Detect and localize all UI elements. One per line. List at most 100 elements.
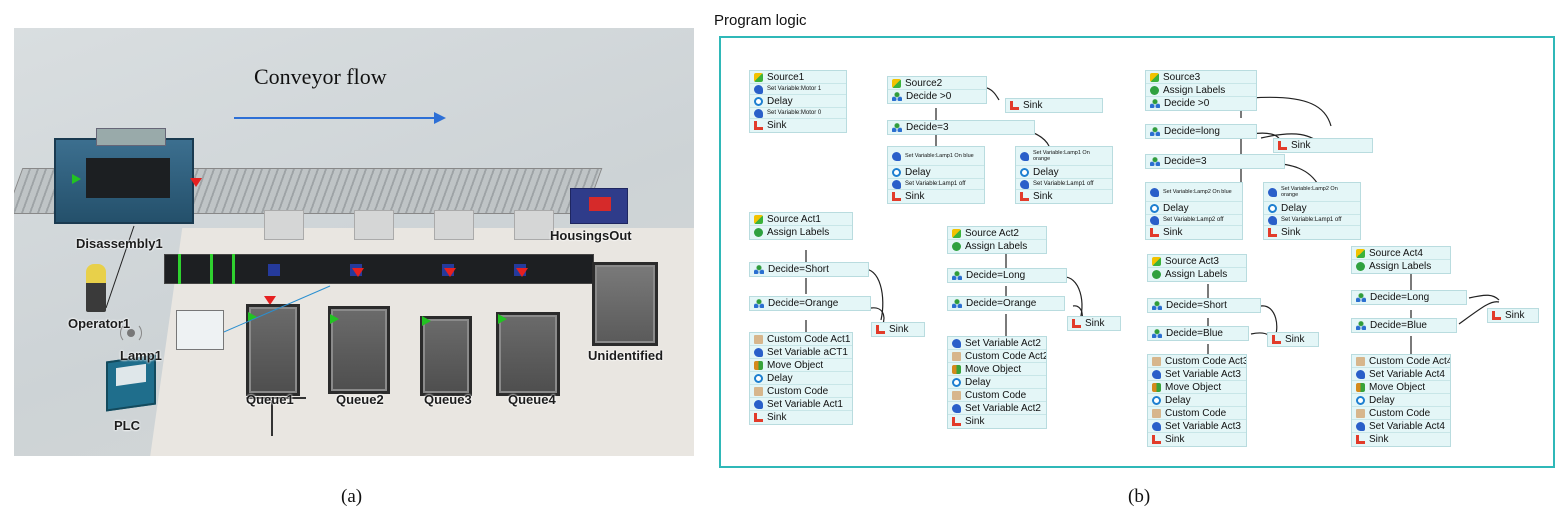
activity-setvar[interactable]: Set Variable:Lamp1 off — [1264, 215, 1360, 226]
logic-block-act3short[interactable]: Decide=Short — [1147, 298, 1261, 313]
activity-assign[interactable]: Assign Labels — [1148, 268, 1246, 281]
activity-source[interactable]: Source2 — [888, 77, 986, 90]
activity-move[interactable]: Move Object — [750, 359, 852, 372]
activity-delay[interactable]: Delay — [750, 372, 852, 385]
activity-delay[interactable]: Delay — [1264, 202, 1360, 215]
activity-sink[interactable]: Sink — [948, 415, 1046, 428]
activity-move[interactable]: Move Object — [1352, 381, 1450, 394]
activity-sink[interactable]: Sink — [1264, 226, 1360, 239]
simulation-view[interactable]: Conveyor flow Di — [14, 28, 694, 456]
activity-assign[interactable]: Assign Labels — [1352, 260, 1450, 273]
lamp-icon[interactable] — [116, 318, 146, 348]
activity-setvar[interactable]: Set Variable:Motor 0 — [750, 108, 846, 119]
logic-block-act1short[interactable]: Decide=Short — [749, 262, 869, 277]
activity-decide[interactable]: Decide=Blue — [1352, 319, 1456, 332]
activity-delay[interactable]: Delay — [888, 166, 984, 179]
activity-decide[interactable]: Decide >0 — [1146, 97, 1256, 110]
activity-sink[interactable]: Sink — [1146, 226, 1242, 239]
activity-setvar[interactable]: Set Variable:Lamp2 off — [1146, 215, 1242, 226]
activity-custom[interactable]: Custom Code Act3 — [1148, 355, 1246, 368]
activity-custom[interactable]: Custom Code — [750, 385, 852, 398]
activity-sink[interactable]: Sink — [1006, 99, 1102, 112]
activity-custom[interactable]: Custom Code — [1148, 407, 1246, 420]
activity-source[interactable]: Source Act1 — [750, 213, 852, 226]
activity-custom[interactable]: Custom Code — [948, 389, 1046, 402]
logic-block-act4sink[interactable]: Sink — [1487, 308, 1539, 323]
activity-sink[interactable]: Sink — [1352, 433, 1450, 446]
activity-sink[interactable]: Sink — [1068, 317, 1120, 330]
activity-assign[interactable]: Assign Labels — [948, 240, 1046, 253]
activity-source[interactable]: Source Act4 — [1352, 247, 1450, 260]
activity-decide[interactable]: Decide=3 — [888, 121, 1034, 134]
activity-setvar[interactable]: Set Variable Act3 — [1148, 368, 1246, 381]
activity-sink[interactable]: Sink — [1148, 433, 1246, 446]
logic-block-s3decide3[interactable]: Decide=3 — [1145, 154, 1285, 169]
activity-decide[interactable]: Decide=long — [1146, 125, 1256, 138]
activity-setvar[interactable]: Set Variable:Lamp1 On blue — [888, 147, 984, 166]
activity-decide[interactable]: Decide=3 — [1146, 155, 1284, 168]
activity-sink[interactable]: Sink — [750, 411, 852, 424]
activity-decide[interactable]: Decide=Blue — [1148, 327, 1248, 340]
activity-source[interactable]: Source1 — [750, 71, 846, 84]
activity-custom[interactable]: Custom Code — [1352, 407, 1450, 420]
activity-delay[interactable]: Delay — [1352, 394, 1450, 407]
logic-block-act4blue[interactable]: Decide=Blue — [1351, 318, 1457, 333]
activity-decide[interactable]: Decide=Orange — [948, 297, 1064, 310]
activity-delay[interactable]: Delay — [1016, 166, 1112, 179]
activity-decide[interactable]: Decide=Long — [1352, 291, 1466, 304]
activity-source[interactable]: Source Act3 — [1148, 255, 1246, 268]
operator-figure[interactable] — [86, 264, 106, 312]
activity-sink[interactable]: Sink — [1016, 190, 1112, 203]
activity-delay[interactable]: Delay — [1148, 394, 1246, 407]
activity-sink[interactable]: Sink — [1268, 333, 1318, 346]
logic-block-s2decide3[interactable]: Decide=3 — [887, 120, 1035, 135]
activity-setvar[interactable]: Set Variable:Lamp1 off — [888, 179, 984, 190]
activity-setvar[interactable]: Set Variable Act2 — [948, 402, 1046, 415]
activity-sink[interactable]: Sink — [1274, 139, 1372, 152]
activity-delay[interactable]: Delay — [948, 376, 1046, 389]
activity-setvar[interactable]: Set Variable Act4 — [1352, 420, 1450, 433]
activity-sink[interactable]: Sink — [750, 119, 846, 132]
logic-block-act2long[interactable]: Decide=Long — [947, 268, 1067, 283]
activity-custom[interactable]: Custom Code Act1 — [750, 333, 852, 346]
activity-setvar[interactable]: Set Variable:Lamp2 On orange — [1264, 183, 1360, 202]
activity-source[interactable]: Source3 — [1146, 71, 1256, 84]
logic-block-act4long[interactable]: Decide=Long — [1351, 290, 1467, 305]
logic-block-s3sink[interactable]: Sink — [1273, 138, 1373, 153]
activity-setvar[interactable]: Set Variable:Lamp1 On orange — [1016, 147, 1112, 166]
activity-assign[interactable]: Assign Labels — [1146, 84, 1256, 97]
activity-sink[interactable]: Sink — [872, 323, 924, 336]
activity-decide[interactable]: Decide=Long — [948, 269, 1066, 282]
activity-setvar[interactable]: Set Variable Act1 — [750, 398, 852, 411]
logic-block-act2sink[interactable]: Sink — [1067, 316, 1121, 331]
activity-decide[interactable]: Decide=Short — [750, 263, 868, 276]
activity-setvar[interactable]: Set Variable Act4 — [1352, 368, 1450, 381]
activity-setvar[interactable]: Set Variable aCT1 — [750, 346, 852, 359]
logic-block-act1orange[interactable]: Decide=Orange — [749, 296, 871, 311]
housings-out-box[interactable] — [570, 188, 628, 224]
activity-sink[interactable]: Sink — [888, 190, 984, 203]
activity-setvar[interactable]: Set Variable:Lamp1 off — [1016, 179, 1112, 190]
queue3-area[interactable] — [420, 316, 472, 396]
logic-block-act3sink[interactable]: Sink — [1267, 332, 1319, 347]
activity-delay[interactable]: Delay — [750, 95, 846, 108]
logic-block-act2orange[interactable]: Decide=Orange — [947, 296, 1065, 311]
activity-setvar[interactable]: Set Variable:Lamp2 On blue — [1146, 183, 1242, 202]
housing-item[interactable] — [268, 264, 280, 276]
activity-custom[interactable]: Custom Code Act4 — [1352, 355, 1450, 368]
activity-delay[interactable]: Delay — [1146, 202, 1242, 215]
activity-source[interactable]: Source Act2 — [948, 227, 1046, 240]
activity-decide[interactable]: Decide=Orange — [750, 297, 870, 310]
